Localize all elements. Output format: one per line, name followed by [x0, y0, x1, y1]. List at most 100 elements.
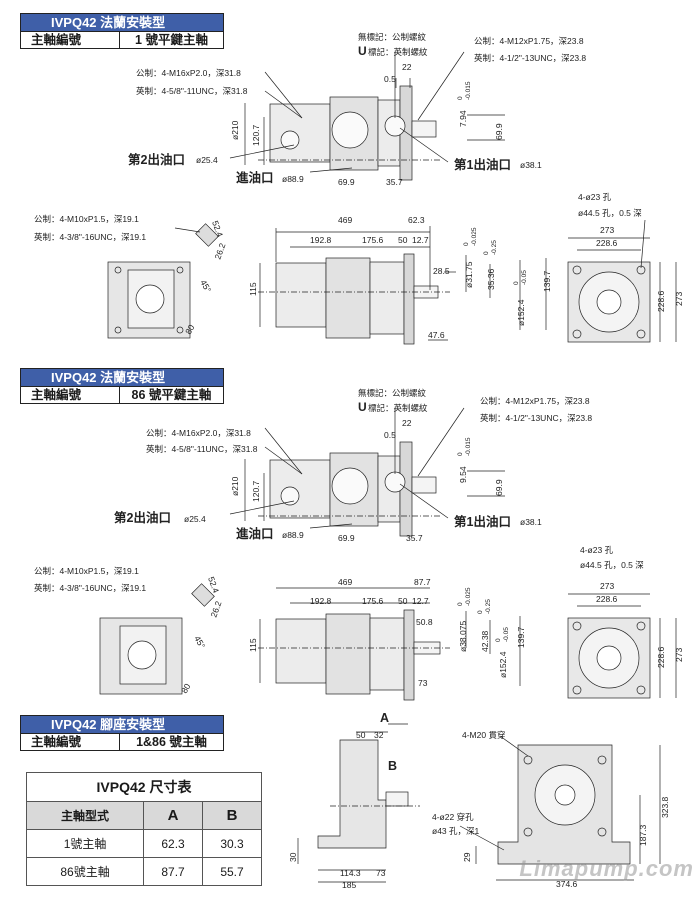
- svg-text:115: 115: [248, 638, 258, 652]
- svg-text:115: 115: [248, 282, 258, 296]
- svg-text:第1出油口: 第1出油口: [454, 514, 511, 529]
- svg-text:英制：4-3/8"-16UNC，深19.1: 英制：4-3/8"-16UNC，深19.1: [34, 583, 146, 593]
- svg-text:69.9: 69.9: [338, 533, 355, 543]
- note-inch-top: 英制：4-1/2"-13UNC，深23.8: [474, 53, 586, 63]
- svg-text:0: 0: [457, 602, 464, 606]
- svg-text:73: 73: [418, 678, 428, 688]
- dim-22: 22: [402, 62, 412, 72]
- svg-text:228.6: 228.6: [656, 646, 666, 668]
- svg-text:45°: 45°: [198, 278, 213, 294]
- svg-text:32: 32: [374, 730, 384, 740]
- note-metric-left: 公制：4-M16xP2.0，深31.8: [136, 68, 241, 78]
- svg-text:公制：4-M12xP1.75，深23.8: 公制：4-M12xP1.75，深23.8: [480, 396, 590, 406]
- svg-text:187.3: 187.3: [638, 824, 648, 846]
- section2-key-value: 86 號平鍵主軸: [131, 388, 212, 402]
- note-holes: 4-ø23 孔: [578, 192, 612, 202]
- svg-text:469: 469: [338, 577, 352, 587]
- note-u-text: 標記：英制螺紋: [368, 47, 428, 57]
- svg-text:ø44.5 孔，0.5 深: ø44.5 孔，0.5 深: [580, 560, 644, 570]
- svg-text:公制：4-M16xP2.0，深31.8: 公制：4-M16xP2.0，深31.8: [146, 428, 251, 438]
- svg-text:35.7: 35.7: [406, 533, 423, 543]
- section3-title: IVPQ42 腳座安裝型: [21, 716, 223, 734]
- svg-text:0.5: 0.5: [384, 430, 396, 440]
- section1-key-label: 主軸編號: [21, 32, 120, 48]
- svg-text:ø38.1: ø38.1: [520, 517, 542, 527]
- label-inlet-d: ø88.9: [282, 174, 304, 184]
- svg-text:114.3: 114.3: [340, 868, 361, 878]
- table-header-a: A: [143, 801, 204, 830]
- svg-text:22: 22: [402, 418, 412, 428]
- svg-text:B: B: [388, 759, 397, 773]
- svg-text:26.2: 26.2: [212, 241, 227, 260]
- svg-text:228.6: 228.6: [656, 290, 666, 312]
- svg-text:-0.25: -0.25: [485, 599, 492, 614]
- svg-text:139.7: 139.7: [516, 626, 526, 648]
- svg-text:ø38.075: ø38.075: [458, 621, 468, 652]
- svg-text:323.8: 323.8: [660, 796, 670, 818]
- note-spot: ø44.5 孔，0.5 深: [578, 208, 642, 218]
- svg-text:50: 50: [356, 730, 366, 740]
- svg-text:12.7: 12.7: [412, 596, 429, 606]
- note-inch-left: 英制：4-5/8"-11UNC，深31.8: [136, 86, 248, 96]
- dim-469: 469: [338, 215, 352, 225]
- dim-05: 0.5: [384, 74, 396, 84]
- svg-text:ø210: ø210: [230, 476, 240, 496]
- svg-text:139.7: 139.7: [542, 270, 552, 292]
- svg-text:無標記：公制螺紋: 無標記：公制螺紋: [358, 388, 427, 398]
- dim-357: 35.7: [386, 177, 403, 187]
- svg-text:ø152.4: ø152.4: [516, 299, 526, 326]
- svg-text:228.6: 228.6: [596, 594, 618, 604]
- svg-text:30: 30: [288, 852, 298, 862]
- svg-text:0: 0: [463, 242, 470, 246]
- svg-text:73: 73: [376, 868, 386, 878]
- svg-text:50.8: 50.8: [416, 617, 433, 627]
- svg-text:0: 0: [457, 452, 464, 456]
- note-metric-small: 公制：4-M10xP1.5，深19.1: [34, 214, 139, 224]
- svg-text:80: 80: [183, 323, 197, 336]
- svg-text:0: 0: [495, 638, 502, 642]
- svg-text:273: 273: [674, 292, 684, 306]
- svg-text:50: 50: [398, 235, 408, 245]
- pump1-inlet-port: [331, 111, 369, 149]
- svg-text:ø31.75: ø31.75: [464, 261, 474, 288]
- dim-210: ø210: [230, 120, 240, 140]
- note-blank-mark: 無標記：公制螺紋: [358, 32, 427, 42]
- table-header-type: 主軸型式: [25, 801, 145, 830]
- svg-text:185: 185: [342, 880, 356, 890]
- svg-text:228.6: 228.6: [596, 238, 618, 248]
- section1-title: IVPQ42 法蘭安裝型: [21, 14, 223, 32]
- table-header-b: B: [202, 801, 262, 830]
- dim-1207: 120.7: [251, 124, 261, 146]
- dim-699: 69.9: [338, 177, 355, 187]
- svg-text:0: 0: [457, 96, 464, 100]
- svg-text:ø152.4: ø152.4: [498, 651, 508, 678]
- table-row: 1號主軸 62.3 30.3: [25, 829, 262, 858]
- label-port1-d: ø38.1: [520, 160, 542, 170]
- svg-text:47.6: 47.6: [428, 330, 445, 340]
- foot-side-view: [317, 739, 387, 849]
- svg-text:ø25.4: ø25.4: [184, 514, 206, 524]
- svg-text:ø43 孔，深1: ø43 孔，深1: [432, 826, 480, 836]
- pump1-long-body-left: [275, 262, 327, 328]
- svg-text:273: 273: [600, 581, 614, 591]
- svg-text:273: 273: [600, 225, 614, 235]
- svg-text:-0.015: -0.015: [465, 81, 472, 100]
- svg-text:4-ø23 孔: 4-ø23 孔: [580, 545, 614, 555]
- svg-text:ø88.9: ø88.9: [282, 530, 304, 540]
- svg-text:175.6: 175.6: [362, 596, 384, 606]
- svg-text:28.5: 28.5: [433, 266, 450, 276]
- label-port1: 第1出油口: [454, 157, 511, 172]
- svg-text:U: U: [358, 400, 367, 414]
- section2-key-label: 主軸編號: [21, 387, 120, 403]
- svg-text:公制：4-M10xP1.5，深19.1: 公制：4-M10xP1.5，深19.1: [34, 566, 139, 576]
- watermark: Limapump.com: [519, 856, 694, 881]
- svg-text:80: 80: [179, 682, 193, 695]
- svg-text:-0.015: -0.015: [465, 437, 472, 456]
- svg-text:A: A: [380, 711, 389, 725]
- svg-text:0: 0: [483, 251, 490, 255]
- svg-text:12.7: 12.7: [412, 235, 429, 245]
